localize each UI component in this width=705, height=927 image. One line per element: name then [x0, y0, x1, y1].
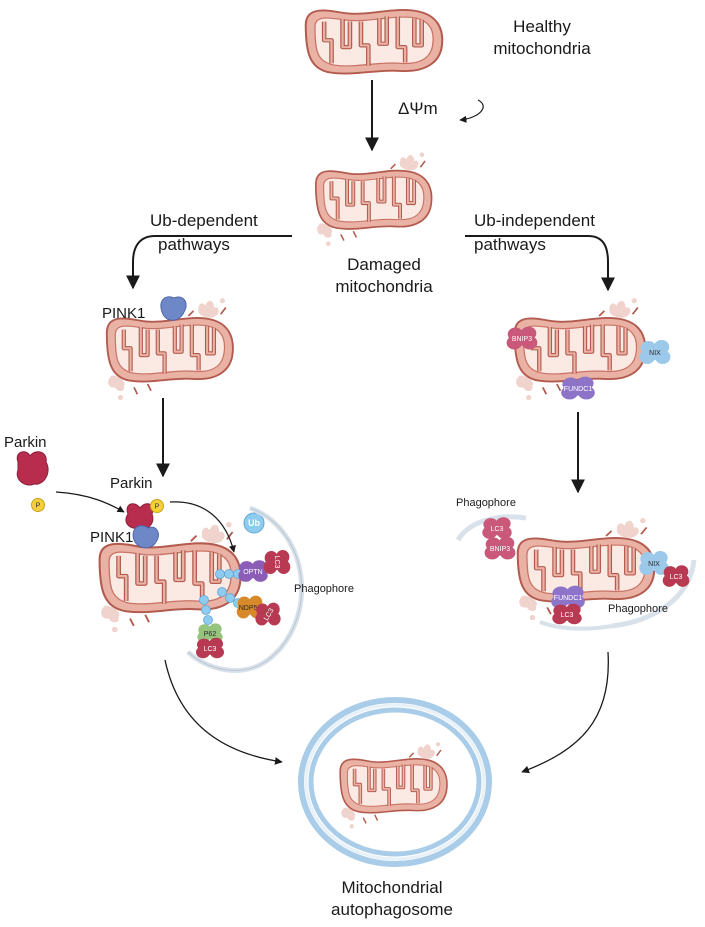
healthy-label-1: Healthy: [513, 17, 571, 36]
svg-text:OPTN: OPTN: [243, 569, 262, 576]
parkin-bound-label: Parkin: [110, 475, 153, 492]
ubiquitin-chain-p62: [199, 595, 213, 625]
delta-psi-decrease-arrow: [459, 99, 484, 123]
arrow-left-to-autophagosome: [164, 659, 283, 765]
autophagosome-label-1: Mitochondrial: [341, 878, 442, 897]
svg-text:LC3: LC3: [561, 612, 574, 619]
svg-text:FUNDC1: FUNDC1: [554, 595, 582, 602]
svg-text:P: P: [36, 503, 41, 510]
ub-dependent-label-1: Ub-dependent: [150, 211, 258, 230]
autophagosome-label-2: autophagosome: [331, 900, 453, 919]
phosphate-free: [31, 498, 45, 512]
phosphate-bound: [150, 499, 164, 513]
svg-text:LC3: LC3: [491, 526, 504, 533]
svg-text:NIX: NIX: [648, 561, 660, 568]
arrow-parkin-recruitment: [55, 491, 125, 513]
parkin-bound-protein: [125, 503, 154, 530]
svg-text:Ub: Ub: [248, 518, 260, 528]
phagophore-left-label: Phagophore: [294, 583, 354, 595]
svg-text:FUNDC1: FUNDC1: [564, 386, 592, 393]
svg-text:LC3: LC3: [204, 646, 217, 653]
arrow-right-to-autophagosome: [521, 651, 609, 774]
ub-independent-label-2: pathways: [474, 235, 546, 254]
phagophore-right-top-label: Phagophore: [456, 497, 516, 509]
mito-engulfment-right: [518, 538, 654, 602]
phagophore-right-bottom: [611, 559, 697, 629]
svg-text:BNIP3: BNIP3: [512, 336, 532, 343]
pink1-bound-protein: [132, 525, 159, 549]
mito-pink1-stage: [107, 318, 233, 382]
svg-text:NDP52: NDP52: [239, 605, 262, 612]
ub-dependent-label-2: pathways: [158, 235, 230, 254]
healthy-label-2: mitochondria: [493, 39, 591, 58]
ubiquitin-chain-optn: [215, 569, 243, 579]
svg-text:BNIP3: BNIP3: [490, 546, 510, 553]
pink1-label-top: PINK1: [102, 305, 145, 322]
delta-psi-label: ΔΨm: [398, 99, 438, 118]
parkin-free-label: Parkin: [4, 434, 47, 451]
arrow-ub-independent: [465, 235, 615, 292]
parkin-free-protein: [16, 451, 49, 486]
pink1-bound-label: PINK1: [90, 529, 133, 546]
ubiquitin: [243, 512, 265, 534]
healthy-mitochondrion: [306, 10, 442, 74]
arrow-ubiquitination: [169, 501, 236, 553]
svg-text:NIX: NIX: [649, 350, 661, 357]
svg-text:LC3: LC3: [670, 574, 683, 581]
mito-receptor-stage: [515, 318, 646, 382]
arrow-ub-dependent: [126, 235, 292, 290]
damaged-label-2: mitochondria: [335, 277, 433, 296]
svg-text:LC3: LC3: [273, 556, 280, 569]
ub-independent-label-1: Ub-independent: [474, 211, 595, 230]
engulfed-mitochondrion: [338, 757, 449, 815]
pink1-protein: [160, 296, 187, 321]
damaged-mitochondrion: [313, 168, 434, 231]
svg-text:P62: P62: [204, 631, 217, 638]
phagophore-right-bottom-label: Phagophore: [608, 603, 668, 615]
damaged-label-1: Damaged: [347, 255, 421, 274]
svg-text:P: P: [155, 504, 160, 511]
